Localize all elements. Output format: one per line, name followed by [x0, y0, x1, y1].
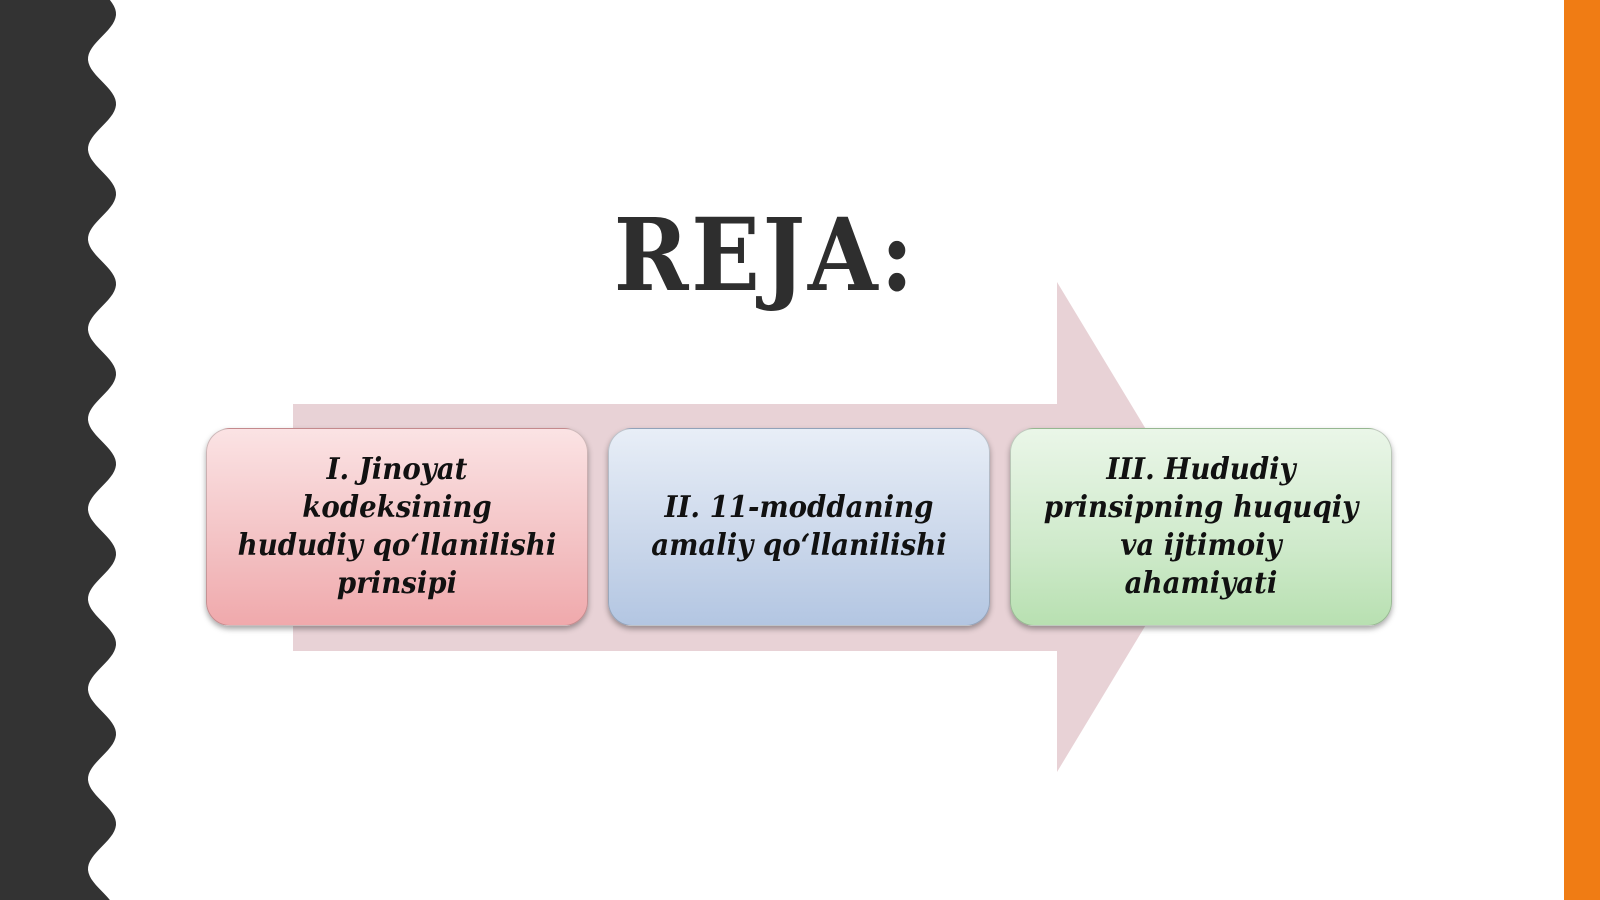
step-card-2: II. 11-moddaning amaliy qo‘llanilishi — [608, 428, 990, 626]
slide-title: REJA: — [0, 196, 1530, 314]
step-label-3: III. Hududiy prinsipning huquqiy va ijti… — [1043, 452, 1359, 601]
left-wavy-band — [0, 0, 116, 900]
slide-title-text: REJA: — [613, 196, 917, 314]
step-label-2: II. 11-moddaning amaliy qo‘llanilishi — [651, 490, 947, 563]
right-accent-bar — [1564, 0, 1600, 900]
step-label-1: I. Jinoyat kodeksining hududiy qo‘llanil… — [237, 452, 557, 601]
step-card-1: I. Jinoyat kodeksining hududiy qo‘llanil… — [206, 428, 588, 626]
step-card-3: III. Hududiy prinsipning huquqiy va ijti… — [1010, 428, 1392, 626]
